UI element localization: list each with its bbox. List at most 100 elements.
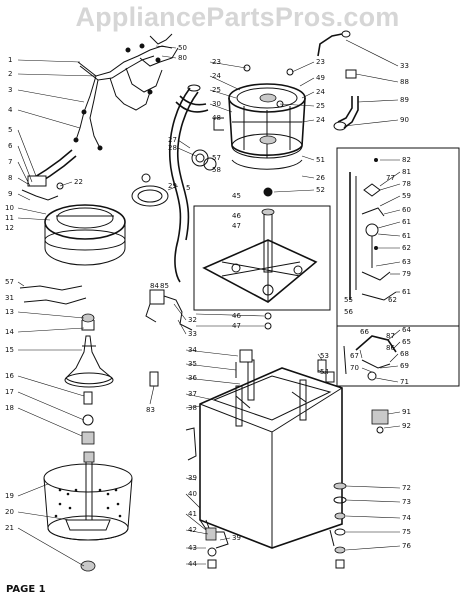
label-83: 83 bbox=[146, 406, 155, 414]
label-46b: 46 bbox=[232, 312, 241, 320]
label-91: 91 bbox=[402, 408, 411, 416]
label-92: 92 bbox=[402, 422, 411, 430]
hose-and-clamp bbox=[21, 149, 77, 201]
label-3: 3 bbox=[8, 86, 12, 94]
label-22: 22 bbox=[74, 178, 83, 186]
label-21: 21 bbox=[5, 524, 14, 532]
label-45: 45 bbox=[232, 192, 241, 200]
label-41: 41 bbox=[188, 510, 197, 518]
label-46: 46 bbox=[232, 212, 241, 220]
label-76: 76 bbox=[402, 542, 411, 550]
label-15: 15 bbox=[5, 346, 14, 354]
part-labels: 1 2 3 4 5 6 7 8 9 10 11 12 57 31 13 14 1… bbox=[5, 44, 411, 595]
label-90: 90 bbox=[400, 116, 409, 124]
label-23: 23 bbox=[212, 58, 221, 66]
label-43: 43 bbox=[188, 544, 197, 552]
wash-basket-bottom bbox=[43, 451, 133, 572]
leveling-leg bbox=[199, 519, 229, 569]
hose-elbow-26 bbox=[175, 101, 209, 113]
label-24c: 24 bbox=[316, 116, 325, 124]
label-25: 25 bbox=[212, 86, 221, 94]
label-69: 69 bbox=[400, 362, 409, 370]
label-56: 56 bbox=[344, 308, 353, 316]
label-2: 2 bbox=[8, 70, 12, 78]
label-27: 27 bbox=[168, 136, 177, 144]
label-62: 62 bbox=[402, 244, 411, 252]
label-79: 79 bbox=[402, 270, 411, 278]
label-5b: 5 bbox=[186, 184, 190, 192]
label-47b: 47 bbox=[232, 322, 241, 330]
label-10: 10 bbox=[5, 204, 14, 212]
label-61: 61 bbox=[402, 218, 411, 226]
label-60: 60 bbox=[402, 206, 411, 214]
label-80: 80 bbox=[178, 54, 187, 62]
label-89: 89 bbox=[400, 96, 409, 104]
label-52: 52 bbox=[316, 186, 325, 194]
label-47: 47 bbox=[232, 222, 241, 230]
label-8: 8 bbox=[8, 174, 12, 182]
motor-wiring bbox=[145, 289, 193, 331]
label-32: 32 bbox=[188, 316, 197, 324]
outer-tub bbox=[228, 64, 306, 170]
label-64: 64 bbox=[402, 326, 411, 334]
label-74: 74 bbox=[402, 514, 411, 522]
label-77: 77 bbox=[386, 174, 395, 182]
hose-elbow-25 bbox=[179, 95, 207, 106]
part-54 bbox=[325, 371, 335, 383]
label-71: 71 bbox=[400, 378, 409, 386]
label-26: 26 bbox=[316, 174, 325, 182]
label-58: 58 bbox=[212, 166, 221, 174]
label-33: 33 bbox=[400, 62, 409, 70]
label-6: 6 bbox=[8, 142, 13, 150]
label-84: 84 bbox=[150, 282, 159, 290]
agitator bbox=[64, 313, 114, 388]
label-62b: 62 bbox=[388, 296, 397, 304]
label-19: 19 bbox=[5, 492, 14, 500]
label-35: 35 bbox=[188, 360, 197, 368]
lid-switch bbox=[213, 117, 224, 131]
label-12: 12 bbox=[5, 224, 14, 232]
label-4: 4 bbox=[8, 106, 13, 114]
label-31: 31 bbox=[5, 294, 14, 302]
label-33b: 33 bbox=[188, 330, 197, 338]
watermark-text: AppliancePartsPros.com bbox=[75, 2, 400, 32]
label-55: 55 bbox=[344, 296, 353, 304]
label-68: 68 bbox=[400, 350, 409, 358]
label-24: 24 bbox=[212, 72, 221, 80]
wire-57 bbox=[19, 285, 83, 291]
label-72: 72 bbox=[402, 484, 411, 492]
label-18: 18 bbox=[5, 404, 14, 412]
label-11: 11 bbox=[5, 214, 14, 222]
wiring-harness bbox=[73, 33, 179, 151]
label-85: 85 bbox=[160, 282, 169, 290]
small-bracket-83 bbox=[149, 371, 159, 387]
label-17: 17 bbox=[5, 388, 14, 396]
label-82: 82 bbox=[402, 156, 411, 164]
label-9: 9 bbox=[8, 190, 12, 198]
label-57: 57 bbox=[5, 278, 14, 286]
label-16: 16 bbox=[5, 372, 14, 380]
label-14: 14 bbox=[5, 328, 14, 336]
label-66: 66 bbox=[360, 328, 369, 336]
label-42: 42 bbox=[188, 526, 197, 534]
label-29: 29 bbox=[168, 182, 177, 190]
label-34: 34 bbox=[188, 346, 197, 354]
label-86: 86 bbox=[386, 344, 395, 352]
label-73: 73 bbox=[402, 498, 411, 506]
label-59: 59 bbox=[402, 192, 411, 200]
label-88: 88 bbox=[400, 78, 409, 86]
label-67: 67 bbox=[350, 352, 359, 360]
coiled-hose bbox=[131, 173, 169, 207]
leader-lines bbox=[17, 39, 401, 567]
wire-31 bbox=[23, 297, 87, 305]
label-39: 39 bbox=[188, 474, 197, 482]
label-65: 65 bbox=[402, 338, 411, 346]
label-40: 40 bbox=[188, 490, 197, 498]
label-28: 28 bbox=[168, 144, 177, 152]
label-63: 63 bbox=[402, 258, 411, 266]
label-20: 20 bbox=[5, 508, 14, 516]
label-39b: 39 bbox=[232, 534, 241, 542]
label-13: 13 bbox=[5, 308, 14, 316]
pump bbox=[191, 149, 217, 171]
